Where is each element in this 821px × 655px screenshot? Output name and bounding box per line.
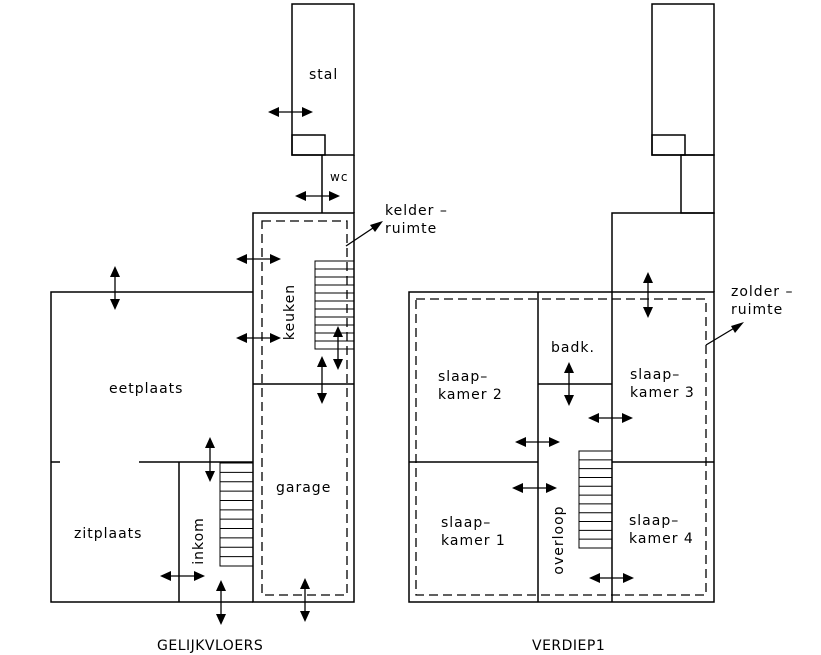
first-floor-plan: badk. slaap– kamer 2 slaap– kamer 3 slaa…	[408, 3, 794, 654]
arrowhead-left	[295, 191, 306, 201]
right-block-outline	[252, 212, 355, 603]
arrowhead-right	[549, 437, 560, 447]
door-arrow-vertical	[300, 578, 310, 622]
arrowhead-right	[622, 413, 633, 423]
arrowhead-right	[546, 483, 557, 493]
room-label-slaapkamer-2-line2: kamer 2	[438, 387, 503, 403]
room-label-slaapkamer-1-line1: slaap–	[441, 515, 491, 531]
arrowhead-left	[268, 107, 279, 117]
arrowhead-left	[512, 483, 523, 493]
door-arrow-vertical	[333, 326, 343, 370]
arrowhead-right	[329, 191, 340, 201]
kelder-leader-arrowhead	[370, 221, 383, 232]
room-label-slaapkamer-3-line2: kamer 3	[630, 385, 695, 401]
room-label-keuken: keuken	[282, 284, 298, 340]
arrowhead-left	[515, 437, 526, 447]
room-label-slaapkamer-2-line1: slaap–	[438, 369, 488, 385]
arrowhead-up	[300, 578, 310, 589]
room-label-slaapkamer-3-line1: slaap–	[630, 367, 680, 383]
arrowhead-down	[300, 611, 310, 622]
stair-outline	[578, 450, 613, 549]
zolder-annotation-line1: zolder –	[731, 284, 794, 300]
arrowhead-down	[216, 614, 226, 625]
ground-floor-plan: stal wc keuken eetplaats garage zitplaat…	[50, 3, 448, 654]
upper-block-outline	[611, 212, 715, 292]
door-arrow-vertical	[205, 437, 215, 482]
door-arrow-horizontal	[236, 333, 281, 343]
door-arrow-horizontal	[160, 571, 205, 581]
room-label-slaapkamer-4-line2: kamer 4	[629, 531, 694, 547]
kelder-annotation-line2: ruimte	[385, 221, 437, 237]
door-arrow-horizontal	[588, 413, 633, 423]
arrowhead-up	[317, 356, 327, 367]
door-arrow-vertical	[643, 272, 653, 318]
first-floor-outline	[408, 291, 715, 603]
stair-outline	[219, 462, 254, 567]
zolder-annotation-line2: ruimte	[731, 302, 783, 318]
arrowhead-up	[110, 266, 120, 277]
room-label-zitplaats: zitplaats	[74, 526, 142, 542]
door-arrow-vertical	[110, 266, 120, 310]
zolder-dashed-outline	[415, 298, 707, 596]
hatched-stal-area	[651, 3, 715, 156]
room-label-wc: wc	[330, 170, 348, 184]
arrowhead-left	[160, 571, 171, 581]
stairs-overloop	[578, 450, 613, 549]
kelder-annotation-line1: kelder –	[385, 203, 448, 219]
arrowhead-left	[236, 333, 247, 343]
room-label-badk: badk.	[551, 340, 595, 356]
door-arrow-horizontal	[515, 437, 560, 447]
door-arrows	[110, 107, 653, 625]
door-arrow-horizontal	[589, 573, 634, 583]
arrowhead-down	[643, 307, 653, 318]
arrowhead-up	[205, 437, 215, 448]
arrowhead-up	[564, 362, 574, 373]
stair-outline	[314, 260, 355, 350]
arrowhead-right	[270, 254, 281, 264]
left-block-outline	[50, 291, 253, 603]
arrowhead-left	[236, 254, 247, 264]
floor-title-gelijkvloers: GELIJKVLOERS	[157, 638, 263, 654]
room-label-garage: garage	[276, 480, 331, 496]
room-label-overloop: overloop	[551, 505, 567, 574]
door-arrow-horizontal	[236, 254, 281, 264]
arrowhead-right	[623, 573, 634, 583]
arrowhead-down	[317, 393, 327, 404]
arrowhead-right	[302, 107, 313, 117]
arrowhead-right	[194, 571, 205, 581]
door-arrow-horizontal	[512, 483, 557, 493]
hatched-notch	[651, 134, 686, 156]
room-label-slaapkamer-4-line1: slaap–	[629, 513, 679, 529]
floor-title-verdiep1: VERDIEP1	[532, 638, 605, 654]
door-arrow-vertical	[216, 580, 226, 625]
door-arrow-horizontal	[268, 107, 313, 117]
zolder-leader-arrowhead	[731, 322, 744, 333]
kelder-leader-line	[345, 225, 377, 247]
room-label-slaapkamer-1-line2: kamer 1	[441, 533, 506, 549]
stal-notch	[291, 134, 326, 156]
door-arrow-vertical	[317, 356, 327, 404]
arrowhead-left	[588, 413, 599, 423]
stairs-inkom	[219, 462, 254, 567]
kelder-dashed-outline	[261, 220, 348, 596]
room-label-eetplaats: eetplaats	[109, 381, 183, 397]
arrowhead-up	[643, 272, 653, 283]
arrowhead-up	[216, 580, 226, 591]
hatched-wc-area	[680, 154, 715, 214]
door-arrow-vertical	[564, 362, 574, 406]
arrowhead-down	[110, 299, 120, 310]
stairs-keuken	[314, 260, 355, 350]
arrowhead-down	[205, 471, 215, 482]
arrowhead-left	[589, 573, 600, 583]
door-arrow-horizontal	[295, 191, 340, 201]
arrowhead-up	[333, 326, 343, 337]
room-label-stal: stal	[309, 67, 338, 83]
arrowhead-down	[564, 395, 574, 406]
arrowhead-right	[270, 333, 281, 343]
room-label-inkom: inkom	[191, 517, 207, 565]
zolder-leader-line	[705, 326, 737, 346]
arrowhead-down	[333, 359, 343, 370]
